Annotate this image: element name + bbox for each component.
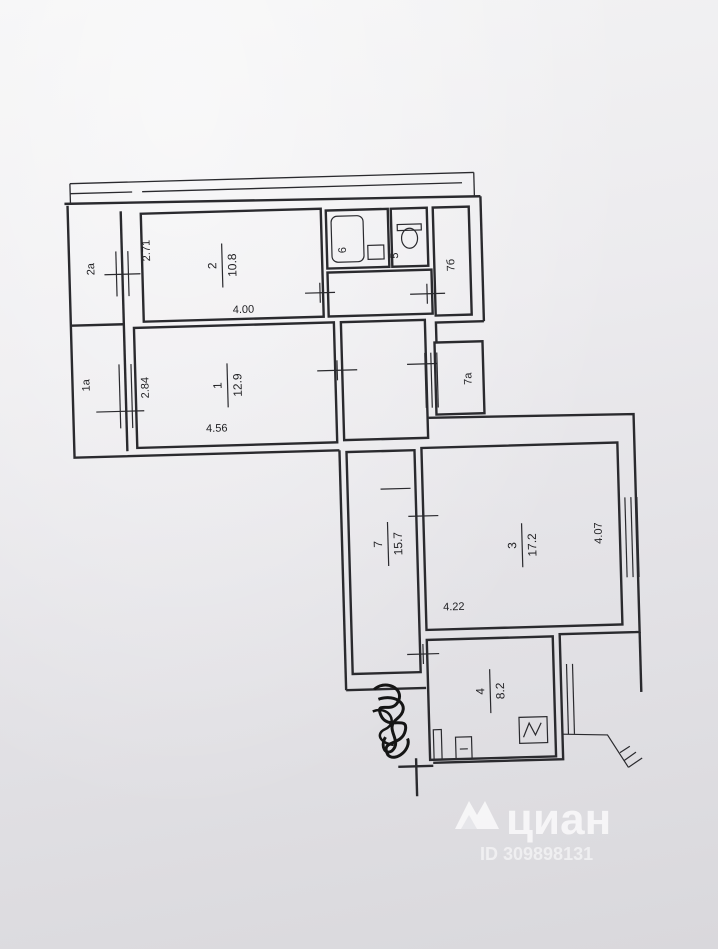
label-2a: 2а — [85, 262, 97, 275]
label-room-1: 1 12.9 — [210, 363, 245, 408]
room-2-area: 10.8 — [225, 253, 240, 277]
room-7-number: 7 — [371, 540, 385, 547]
balcony-rail — [69, 171, 476, 204]
toilet-icon — [396, 223, 422, 249]
window-room4 — [559, 663, 576, 735]
dim-4-07: 4.07 — [593, 522, 606, 544]
dim-2-71: 2.71 — [140, 240, 153, 262]
dim-4-56: 4.56 — [206, 422, 228, 435]
label-1a: 1а — [80, 378, 92, 391]
dim-4-22: 4.22 — [443, 601, 465, 614]
label-room-3: 3 17.2 — [505, 523, 540, 568]
window-room1 — [96, 364, 145, 429]
label-7a: 7а — [462, 371, 474, 384]
door-marks — [305, 282, 446, 665]
room-3-number: 3 — [505, 542, 519, 549]
label-room-2: 2 10.8 — [205, 243, 240, 288]
label-room-4: 4 8.2 — [473, 669, 507, 714]
room-4-area: 8.2 — [493, 682, 507, 699]
window-room3 — [624, 496, 640, 578]
window-room2 — [104, 251, 141, 297]
cian-logo-icon — [455, 801, 499, 829]
sink-icon — [454, 736, 473, 760]
room-1-area: 12.9 — [230, 373, 245, 397]
room-2-number: 2 — [205, 262, 219, 269]
room-1-number: 1 — [210, 382, 224, 389]
label-5: 5 — [389, 252, 401, 258]
ink-scribble — [372, 683, 410, 759]
watermark: циан ID 309898131 — [455, 795, 611, 864]
watermark-id: ID 309898131 — [480, 844, 593, 864]
stove-icon — [518, 715, 549, 744]
room-7-area: 15.7 — [391, 531, 406, 555]
label-6: 6 — [337, 247, 349, 253]
label-room-7: 7 15.7 — [371, 521, 406, 566]
dim-4-00: 4.00 — [233, 304, 255, 317]
watermark-brand: циан — [506, 795, 611, 844]
outer-walls — [64, 195, 643, 764]
label-7b: 7б — [445, 259, 457, 272]
room-3-area: 17.2 — [525, 533, 540, 557]
balcony-steps — [562, 733, 643, 768]
room-4-number: 4 — [473, 688, 487, 695]
entrance-stub — [398, 758, 434, 797]
dim-2-84: 2.84 — [139, 377, 152, 399]
bathtub-icon — [330, 215, 385, 263]
windows — [96, 251, 643, 768]
window-hall — [424, 352, 439, 408]
vent-shaft-icon — [432, 728, 443, 761]
